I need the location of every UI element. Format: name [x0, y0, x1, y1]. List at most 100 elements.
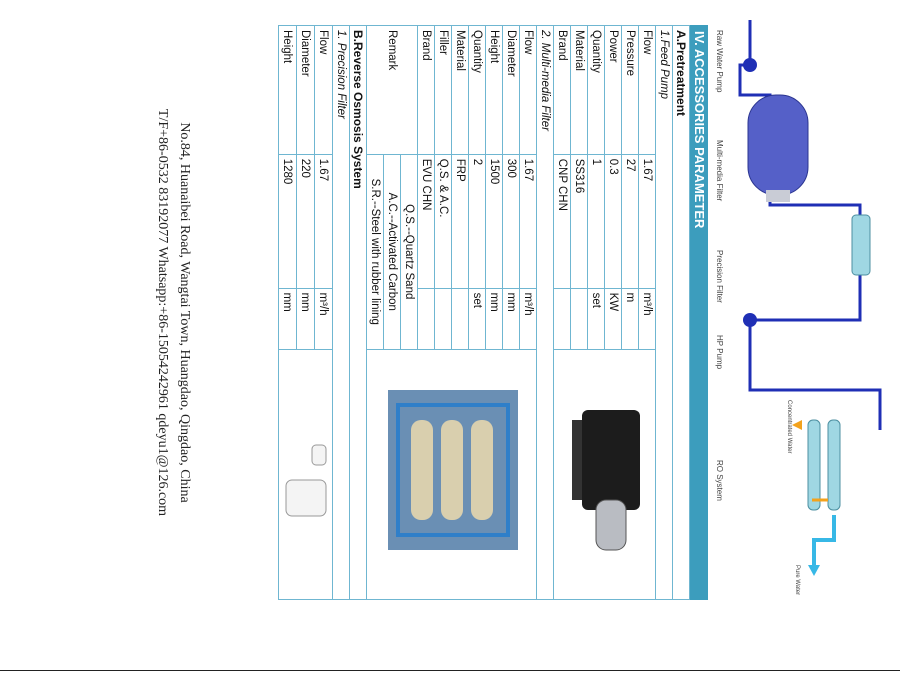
param-value: 0.3 — [604, 154, 622, 289]
param-unit: m — [621, 288, 639, 350]
param-value: 2 — [468, 154, 486, 289]
remark-line: Q.S.--Quartz Sand — [400, 154, 418, 350]
pump-base-icon — [572, 419, 582, 500]
param-unit — [570, 288, 588, 350]
param-value: 300 — [502, 154, 520, 289]
param-label: Flow — [519, 25, 537, 155]
param-unit — [434, 288, 452, 350]
param-value: 1280 — [278, 154, 297, 289]
remark-line: A.C.--Activated Carbon — [383, 154, 401, 350]
param-unit: m³/h — [519, 288, 537, 350]
label-multi-media-filter: Multi-media Filter — [715, 140, 724, 202]
param-value: 1.67 — [519, 154, 537, 289]
cartridge-icon — [285, 479, 327, 517]
param-label: Brand — [417, 25, 435, 155]
pretreatment-heading: A.Pretreatment — [672, 25, 690, 600]
pump-head-icon — [595, 499, 627, 551]
param-value: 1 — [587, 154, 605, 289]
param-value: 1500 — [485, 154, 503, 289]
param-label: Quantity — [468, 25, 486, 155]
param-value: EVU CHN — [417, 154, 435, 289]
section-title: IV. ACCESSORIES PARAMETER — [690, 25, 708, 600]
param-label: Diameter — [296, 25, 315, 155]
param-unit — [417, 288, 435, 350]
param-label: Material — [451, 25, 469, 155]
param-value: 220 — [296, 154, 315, 289]
param-unit — [553, 288, 571, 350]
parameter-table: A.Pretreatment 1.Feed Pump Flow 1.67 m³/… — [278, 25, 690, 600]
param-unit: m³/h — [314, 288, 333, 350]
filter-cartridge-image — [285, 444, 327, 517]
param-label: Brand — [553, 25, 571, 155]
filter-tank-icon — [411, 419, 433, 520]
param-unit: m³/h — [638, 288, 656, 350]
process-diagram: Raw Water Pump Multi-media Filter Precis… — [710, 20, 900, 605]
filter-cartridge-photo — [278, 349, 333, 600]
param-value: 27 — [621, 154, 639, 289]
feed-pump-image — [572, 409, 640, 551]
param-unit: mm — [502, 288, 520, 350]
label-precision-filter: Precision Filter — [715, 250, 724, 303]
filter-tank-icon — [471, 419, 493, 520]
label-concentrated-water: Concentrated Water — [786, 400, 792, 454]
param-value: SS316 — [570, 154, 588, 289]
vessel-cap — [766, 190, 790, 202]
param-unit: mm — [485, 288, 503, 350]
param-label: Height — [278, 25, 297, 155]
param-label: Pressure — [621, 25, 639, 155]
page-divider — [0, 670, 900, 671]
label-pure-water: Pure Water — [794, 565, 800, 596]
remark-line: S.R.--Steel with rubber lining — [366, 154, 384, 350]
param-label: Quantity — [587, 25, 605, 155]
remark-label: Remark — [366, 25, 418, 155]
ro-membrane-icon — [807, 419, 821, 511]
param-label: Flow — [314, 25, 333, 155]
label-raw-water-pump: Raw Water Pump — [715, 30, 724, 93]
param-unit: set — [587, 288, 605, 350]
param-value: FRP — [451, 154, 469, 289]
label-hp-pump: HP Pump — [715, 335, 724, 370]
param-label: Material — [570, 25, 588, 155]
process-flow-svg — [738, 20, 882, 576]
filter-tank-icon — [441, 419, 463, 520]
label-ro-system: RO System — [715, 460, 724, 501]
concentrated-water-arrow-icon — [792, 420, 802, 430]
raw-water-pump-icon — [743, 58, 757, 72]
param-value: CNP CHN — [553, 154, 571, 289]
pure-water-arrow-icon — [808, 565, 820, 576]
frame-icon — [396, 402, 510, 537]
param-unit: mm — [296, 288, 315, 350]
filter-skid-image — [388, 389, 518, 550]
table-row: Flow 1.67 m³/h — [553, 25, 656, 600]
ro-system-heading: B.Reverse Osmosis System — [349, 25, 367, 600]
pure-water-line — [812, 515, 836, 565]
footer-contacts: T/F+86-0532 83192077 Whatsapp:+86-150542… — [155, 108, 170, 517]
param-unit: mm — [278, 288, 297, 350]
multi-media-filter-photo — [366, 349, 537, 600]
param-label: Power — [604, 25, 622, 155]
param-label: Height — [485, 25, 503, 155]
footer: No.84, Huanaibei Road, Wangtai Town, Hua… — [151, 20, 195, 605]
param-unit: KW — [604, 288, 622, 350]
pipe-line — [748, 235, 882, 430]
multi-media-filter-icon — [747, 94, 809, 196]
param-label: Flow — [638, 25, 656, 155]
param-value: Q.S. & A.C. — [434, 154, 452, 289]
feed-pump-heading: 1.Feed Pump — [655, 25, 673, 600]
param-unit — [451, 288, 469, 350]
feed-pump-photo — [553, 349, 656, 600]
ro-membrane-icon — [827, 419, 841, 511]
param-value: 1.67 — [638, 154, 656, 289]
footer-address: No.84, Huanaibei Road, Wangtai Town, Hua… — [177, 122, 192, 503]
pump-motor-icon — [582, 409, 640, 510]
param-label: Diameter — [502, 25, 520, 155]
rotated-sheet: Raw Water Pump Multi-media Filter Precis… — [100, 20, 900, 605]
param-label: Filler — [434, 25, 452, 155]
precision-filter-icon — [851, 214, 871, 276]
cartridge-icon — [311, 444, 327, 466]
param-value: 1.67 — [314, 154, 333, 289]
multi-media-filter-heading: 2. Multi-media Filter — [536, 25, 554, 600]
precision-filter-heading: 1. Precision Filter — [332, 25, 350, 600]
hp-pump-icon — [743, 313, 757, 327]
